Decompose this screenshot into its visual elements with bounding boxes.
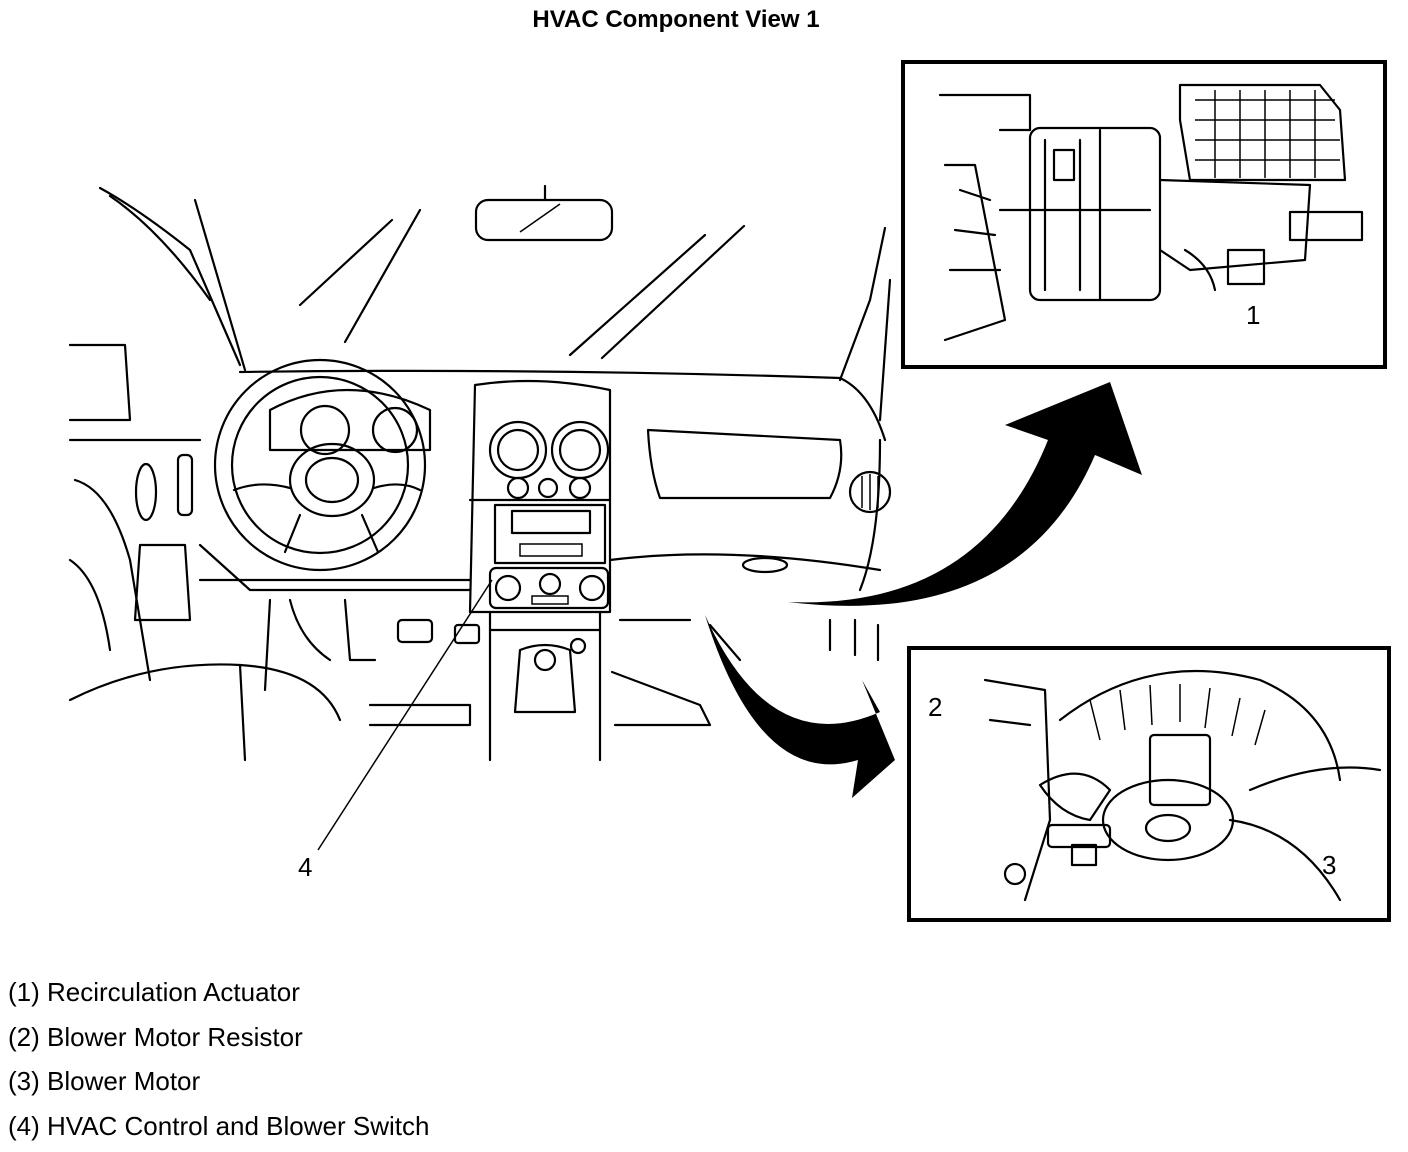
callout-4: 4 <box>298 852 312 882</box>
inset-blower-motor <box>907 646 1391 922</box>
component-legend: (1) Recirculation Actuator (2) Blower Mo… <box>8 974 429 1152</box>
callout-3: 3 <box>1322 850 1336 880</box>
legend-item: (2) Blower Motor Resistor <box>8 1021 303 1052</box>
legend-item: (4) HVAC Control and Blower Switch <box>8 1110 430 1141</box>
callout-2: 2 <box>928 692 942 722</box>
legend-item: (3) Blower Motor <box>8 1066 201 1096</box>
diagram-title: HVAC Component View 1 <box>532 6 820 33</box>
dashboard-illustration <box>68 184 892 762</box>
legend-item: (1) Recirculation Actuator <box>8 977 300 1007</box>
arrow-to-lower-inset <box>705 615 895 798</box>
inset-recirculation-actuator <box>901 60 1387 369</box>
callout-1: 1 <box>1246 300 1260 330</box>
arrow-to-upper-inset <box>788 382 1142 606</box>
